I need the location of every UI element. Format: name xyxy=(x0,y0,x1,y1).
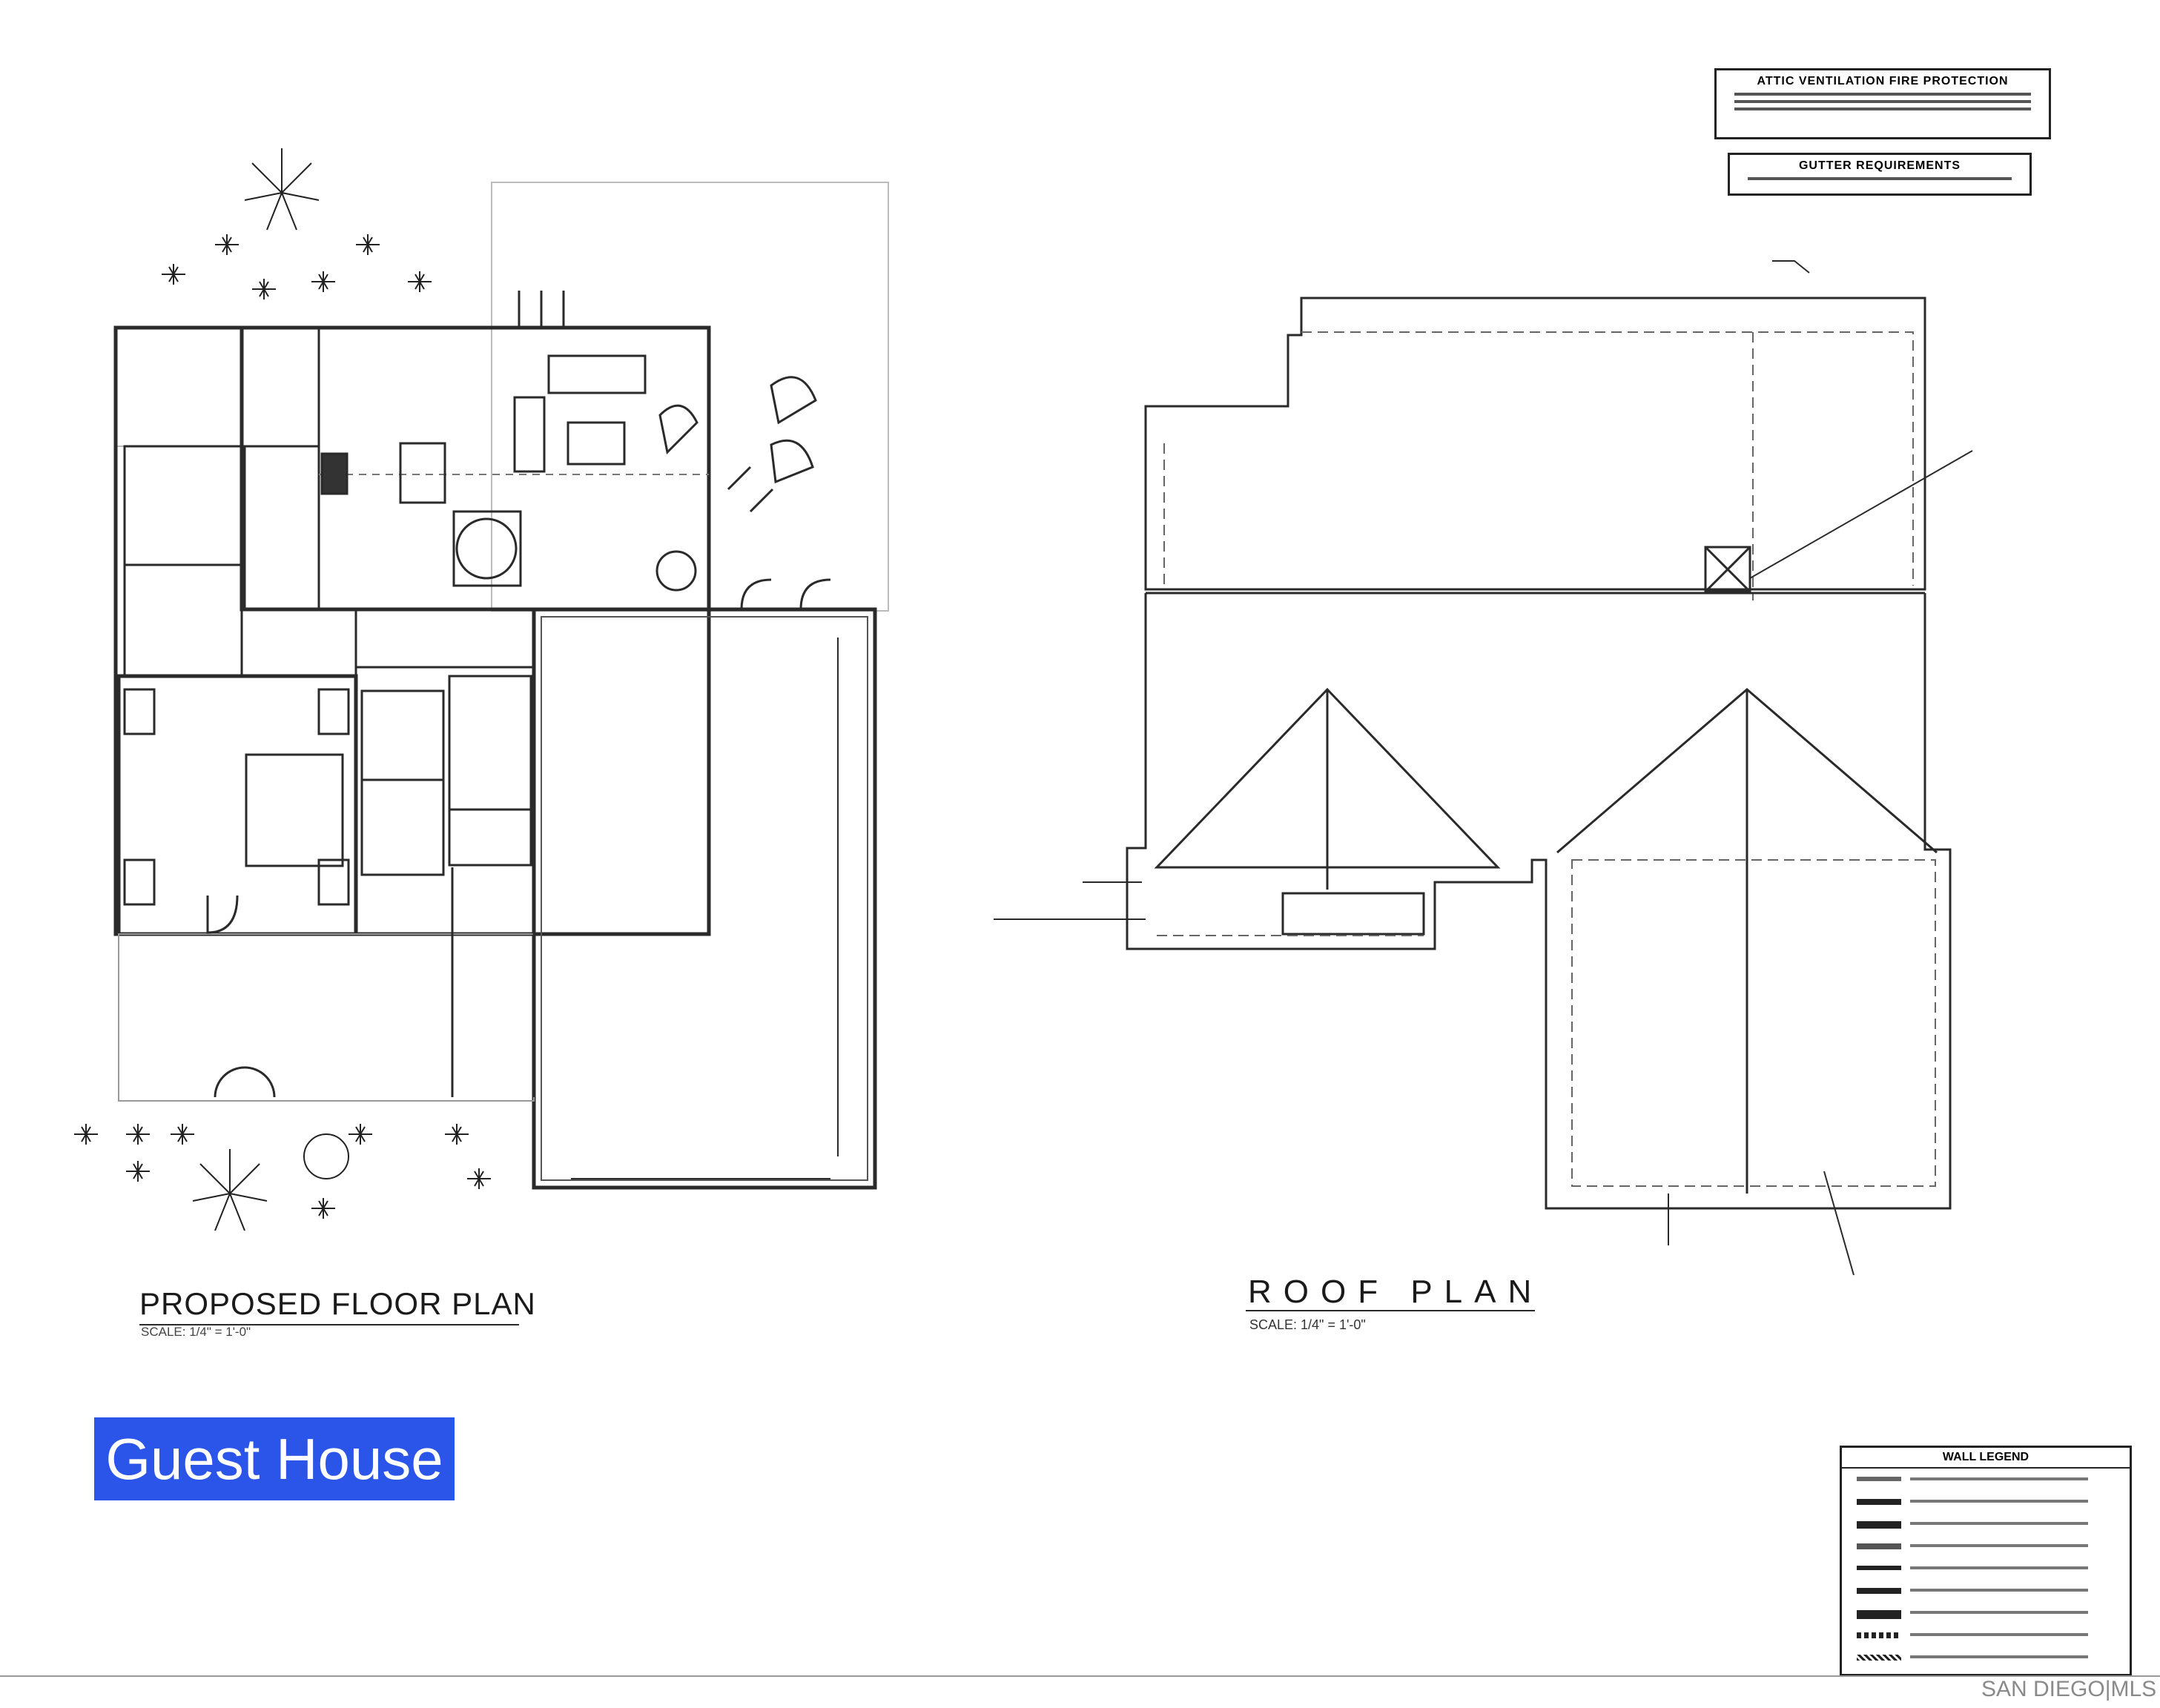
roof-plan-drawing xyxy=(139,260,1973,1325)
landscape-plants xyxy=(74,148,491,1231)
note-text-line xyxy=(1734,107,2031,110)
attic-ventilation-note: ATTIC VENTILATION FIRE PROTECTION xyxy=(1714,68,2051,139)
legend-row xyxy=(1842,1469,2130,1491)
legend-row xyxy=(1842,1580,2130,1602)
bottom-rule xyxy=(0,1675,2160,1677)
roof-plan-title: ROOF PLAN xyxy=(1248,1274,1544,1310)
mls-watermark: SAN DIEGO|MLS xyxy=(1981,1677,2157,1701)
floor-plan-title: PROPOSED FLOOR PLAN xyxy=(139,1286,536,1321)
guest-house-caption: Guest House xyxy=(94,1417,455,1500)
floor-plan-scale: SCALE: 1/4" = 1'-0" xyxy=(141,1325,251,1339)
wall-legend-title: WALL LEGEND xyxy=(1842,1448,2130,1469)
note-text-line xyxy=(1734,100,2031,103)
garage xyxy=(532,607,877,1190)
entry-courtyard xyxy=(118,933,535,1102)
legend-row xyxy=(1842,1624,2130,1646)
legend-row xyxy=(1842,1491,2130,1513)
legend-row xyxy=(1842,1646,2130,1669)
legend-row xyxy=(1842,1513,2130,1535)
attic-vent xyxy=(1704,546,1751,593)
floor-plan-drawing xyxy=(113,182,889,1190)
roof-outline xyxy=(1144,297,1926,591)
legend-row xyxy=(1842,1535,2130,1558)
legend-row xyxy=(1842,1558,2130,1580)
house-outline xyxy=(113,325,711,936)
wall-legend: WALL LEGEND xyxy=(1840,1446,2132,1676)
roof-plan-scale: SCALE: 1/4" = 1'-0" xyxy=(1249,1317,1366,1332)
attic-ventilation-title: ATTIC VENTILATION FIRE PROTECTION xyxy=(1757,75,2009,87)
note-text-line xyxy=(1734,93,2031,96)
legend-row xyxy=(1842,1602,2130,1624)
gutter-requirements-title: GUTTER REQUIREMENTS xyxy=(1798,159,1961,172)
gutter-requirements-note: GUTTER REQUIREMENTS xyxy=(1728,153,2032,196)
note-text-line xyxy=(1748,177,2012,180)
patio-hatch xyxy=(491,182,889,612)
